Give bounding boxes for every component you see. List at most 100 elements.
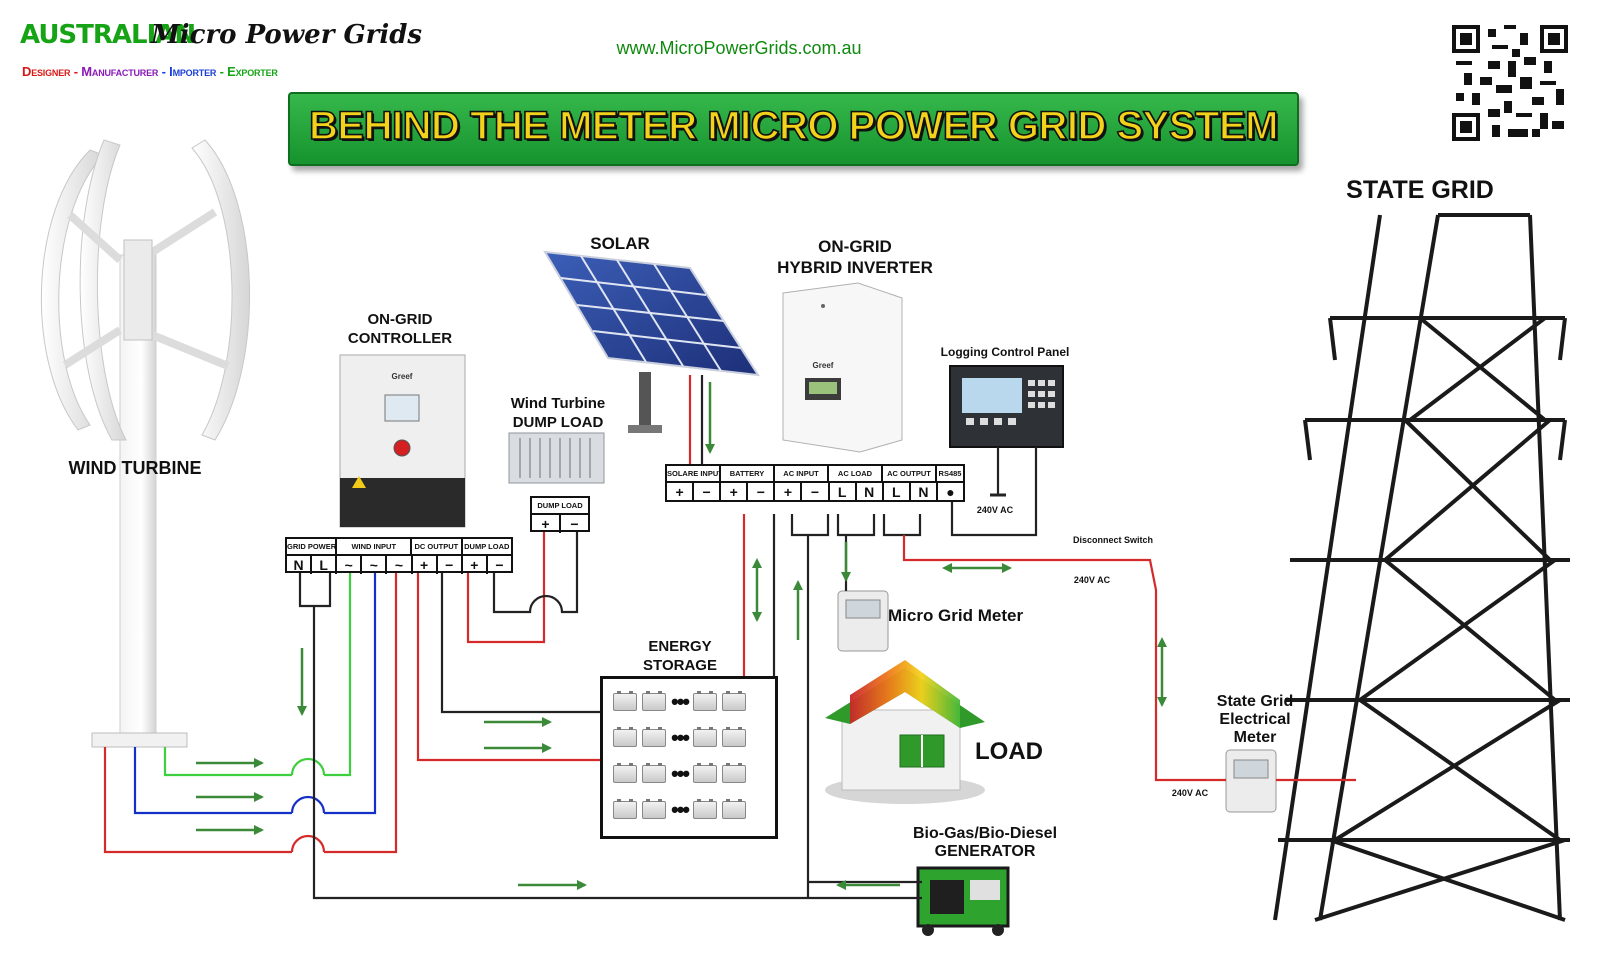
terminal-plus: + [463, 556, 488, 574]
battery-row: ••• [613, 689, 747, 714]
terminal-minus: − [570, 516, 579, 532]
voltage-label-grid-line: 240V AC [1073, 575, 1111, 585]
state-grid-meter-label-line2: Electrical [1219, 711, 1291, 728]
terminal-minus: − [495, 557, 504, 573]
terminal-n: N [857, 483, 884, 501]
more-dots: ••• [671, 689, 690, 714]
more-dots: ••• [671, 797, 690, 822]
tagline-designer: Designer [22, 64, 71, 79]
qr-code-icon [1452, 25, 1568, 141]
controller-label-line1: ON-GRID [367, 311, 433, 328]
battery-icon [693, 727, 718, 747]
tagline-exporter: Exporter [227, 64, 278, 79]
battery-row: ••• [613, 727, 747, 749]
brand-name-micro-power-grids: Micro Power Grids [151, 20, 423, 50]
wind-turbine-icon [40, 139, 251, 748]
battery-icon [693, 799, 718, 819]
tagline-separator: - [216, 64, 228, 79]
page-title: BEHIND THE METER MICRO POWER GRID SYSTEM [308, 103, 1279, 149]
battery-row: ••• [613, 761, 747, 786]
terminal-minus: − [748, 483, 776, 501]
tagline-importer: Importer [169, 64, 217, 79]
terminal-plus: + [413, 556, 438, 574]
terminal-header: AC INPUT [775, 466, 829, 481]
generator-label-line1: Bio-Gas/Bio-Diesel [912, 825, 1058, 842]
flow-arrow-icon [196, 382, 1167, 890]
dump-load-terminal-block: DUMP LOAD + − [530, 496, 590, 533]
energy-storage-label-line1: ENERGY [648, 638, 712, 655]
pylon-icon [1273, 213, 1570, 922]
micro-grid-meter-label: Micro Grid Meter [888, 606, 1024, 625]
energy-storage-label-line2: STORAGE [643, 657, 717, 674]
more-dots: ••• [671, 761, 690, 786]
terminal-plus: + [667, 483, 695, 501]
terminal-header: RS485 [938, 469, 962, 478]
terminal-header: DC OUTPUT [412, 539, 463, 554]
logging-panel-label: Logging Control Panel [940, 345, 1070, 359]
terminal-minus: − [802, 483, 830, 501]
terminal-minus: − [694, 483, 722, 501]
battery-icon [613, 691, 637, 711]
controller-label-line2: CONTROLLER [347, 330, 453, 347]
battery-row: ••• [613, 797, 747, 822]
inverter-brand: Greef [812, 361, 834, 370]
terminal-plus: + [775, 483, 803, 501]
house-icon [825, 660, 985, 804]
terminal-phase: ~ [362, 556, 388, 574]
controller-terminal-block: GRID POWER WIND INPUT DC OUTPUT DUMP LOA… [285, 537, 513, 574]
state-grid-meter-label-line1: State Grid [1216, 693, 1294, 710]
state-grid-meter-label: State Grid Electrical Meter [1195, 693, 1315, 747]
terminal-l: L [830, 483, 857, 501]
battery-icon [722, 763, 747, 783]
battery-icon [722, 799, 747, 819]
state-grid-meter-label-line3: Meter [1233, 729, 1277, 746]
terminal-phase: ~ [387, 556, 413, 574]
brand-tagline: Designer - Manufacturer - Importer - Exp… [22, 64, 278, 79]
battery-icon [693, 691, 718, 711]
terminal-header: SOLARE INPUT [667, 466, 721, 481]
battery-icon [642, 691, 666, 711]
website-link[interactable]: www.MicroPowerGrids.com.au [616, 38, 862, 58]
logging-panel-icon [949, 365, 1064, 448]
voltage-label-meter-line: 240V AC [1171, 788, 1209, 798]
battery-icon [613, 799, 637, 819]
terminal-header: DUMP LOAD [537, 501, 583, 510]
inverter-icon [782, 282, 903, 453]
inverter-terminal-block: SOLARE INPUT BATTERY AC INPUT AC LOAD AC… [665, 464, 965, 502]
inverter-label-line1: ON-GRID [818, 237, 892, 256]
load-label: LOAD [975, 738, 1043, 765]
terminal-l: L [884, 483, 911, 501]
battery-icon [722, 691, 747, 711]
solar-panel-icon [543, 250, 760, 433]
controller-icon [339, 354, 466, 528]
inverter-label-line2: HYBRID INVERTER [777, 258, 933, 277]
terminal-n: N [911, 483, 938, 501]
terminal-n: N [287, 556, 313, 574]
terminal-header: AC LOAD [829, 466, 883, 481]
state-grid-label: STATE GRID [1346, 176, 1494, 204]
terminal-plus: + [532, 515, 561, 533]
dump-load-label: Wind Turbine DUMP LOAD [488, 394, 628, 432]
battery-icon [642, 727, 666, 747]
battery-icon [722, 727, 747, 747]
battery-icon [693, 763, 718, 783]
meter-icon [837, 590, 1277, 813]
generator-icon [916, 866, 1010, 936]
battery-icon [613, 763, 637, 783]
tagline-manufacturer: Manufacturer [81, 64, 159, 79]
title-banner [288, 92, 1299, 166]
terminal-plus: + [721, 483, 749, 501]
tagline-separator: - [70, 64, 82, 79]
energy-storage-bank: ••• ••• ••• ••• [600, 676, 778, 839]
voltage-label-logging: 240V AC [976, 505, 1014, 515]
controller-brand: Greef [391, 372, 413, 381]
generator-label-line2: GENERATOR [934, 843, 1036, 860]
terminal-phase: ~ [337, 556, 363, 574]
dump-load-label-line1: Wind Turbine [510, 395, 606, 412]
terminal-header: GRID POWER [287, 539, 338, 554]
wind-turbine-label: WIND TURBINE [68, 458, 202, 478]
terminal-header: WIND INPUT [337, 539, 413, 554]
terminal-header: BATTERY [721, 466, 775, 481]
disconnect-switch-label: Disconnect Switch [1072, 535, 1153, 545]
